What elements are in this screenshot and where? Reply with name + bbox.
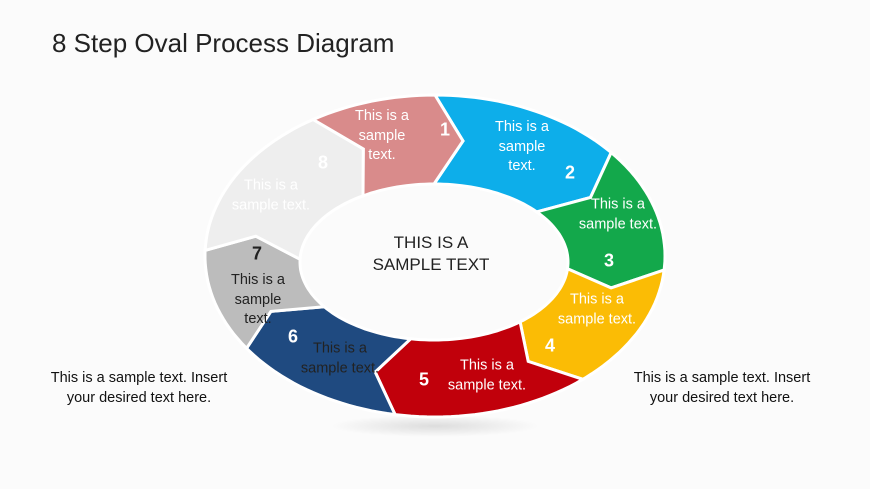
right-caption: This is a sample text. Insert your desir… bbox=[633, 370, 811, 406]
step-2-number: 2 bbox=[564, 162, 576, 183]
page-title: 8 Step Oval Process Diagram bbox=[52, 28, 395, 58]
center-text-line: SAMPLE TEXT bbox=[372, 255, 490, 274]
center-text-line: THIS IS A bbox=[393, 233, 469, 252]
step-1-number: 1 bbox=[439, 119, 451, 140]
diagram-shadow bbox=[330, 415, 540, 437]
step-8-number: 8 bbox=[317, 152, 329, 173]
step-4-number: 4 bbox=[544, 335, 556, 356]
step-3-number: 3 bbox=[603, 250, 615, 271]
center-text: THIS IS A SAMPLE TEXT bbox=[373, 232, 490, 276]
step-8-segment bbox=[309, 93, 465, 199]
step-7-number: 7 bbox=[251, 243, 263, 264]
step-5-number: 5 bbox=[418, 369, 430, 390]
left-caption: This is a sample text. Insert your desir… bbox=[50, 370, 228, 406]
step-6-number: 6 bbox=[287, 326, 299, 347]
